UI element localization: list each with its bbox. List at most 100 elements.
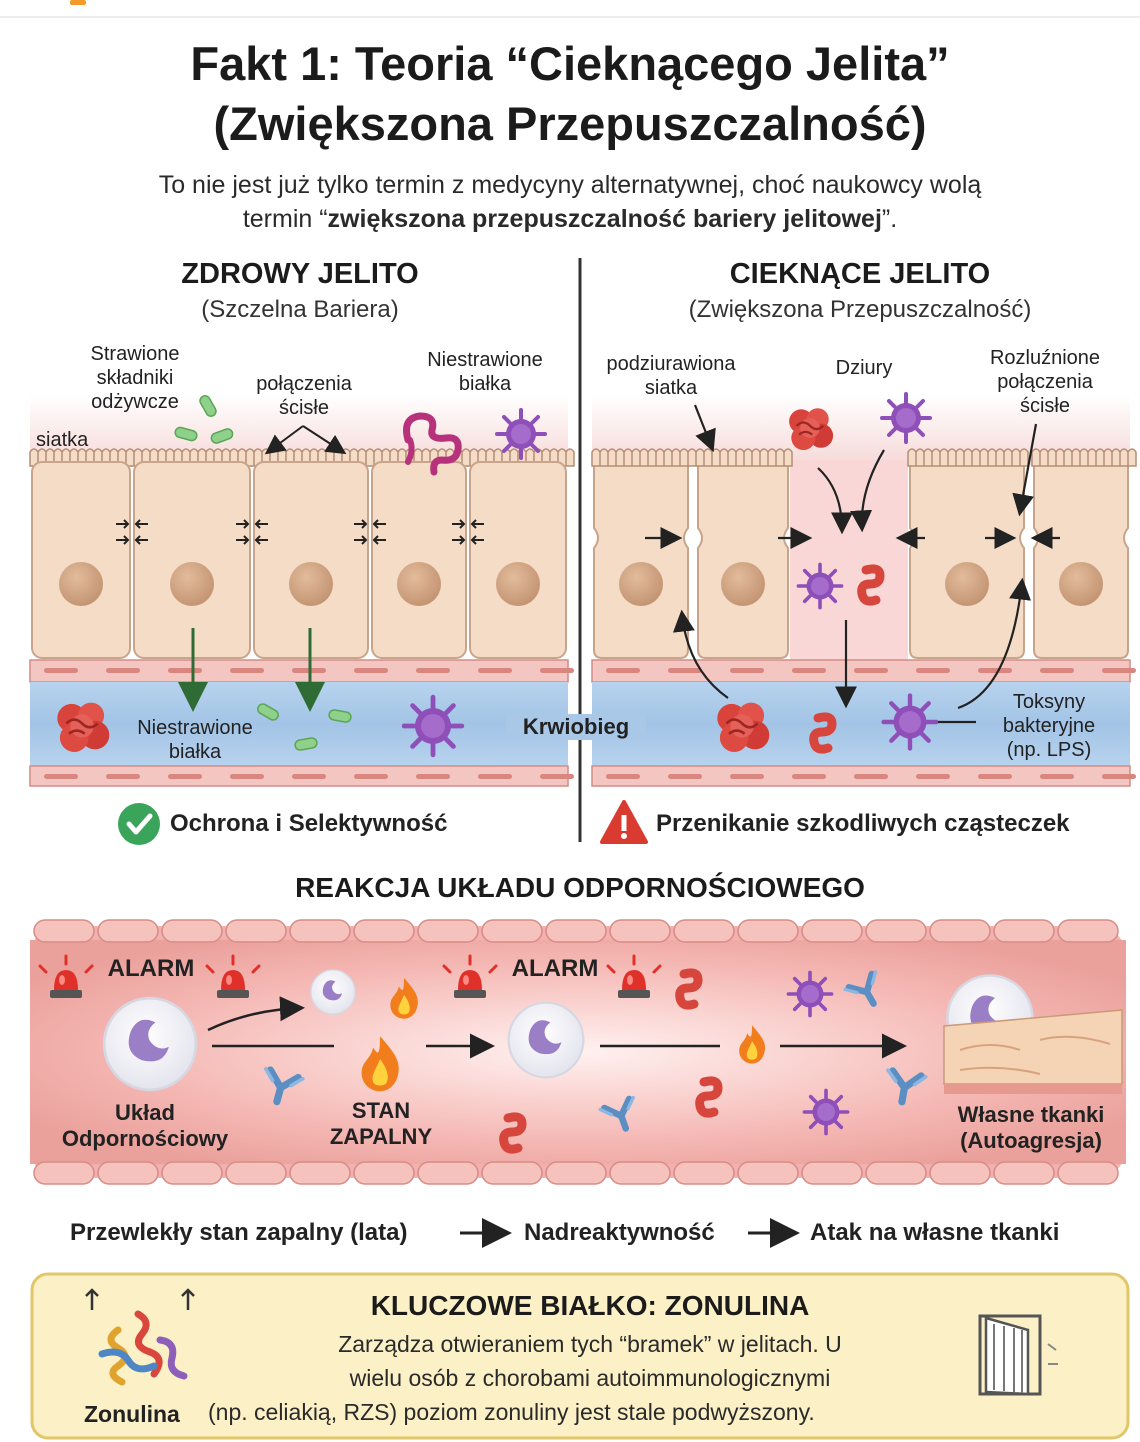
membrane-dash — [230, 774, 264, 779]
immune-cell-icon — [102, 996, 198, 1092]
vessel-wall-segment — [673, 1161, 735, 1185]
zonulin-icon-label: Zonulina — [84, 1401, 180, 1427]
vessel-wall-segment — [545, 1161, 607, 1185]
healthy-panel-title: ZDROWY JELITO — [181, 258, 419, 290]
junction-arrow — [134, 535, 148, 545]
membrane-dash — [1102, 774, 1136, 779]
membrane-dash — [1040, 774, 1074, 779]
vessel-wall-segment — [97, 919, 159, 943]
junction-arrow — [116, 535, 130, 545]
own-tissue-label: Własne tkanki (Autoagresja) — [957, 1102, 1105, 1153]
vessel-wall-segment — [801, 1161, 863, 1185]
leaky-microvilli — [591, 448, 1137, 467]
membrane-dash — [44, 668, 78, 673]
vessel-wall-segment — [225, 919, 287, 943]
chain-step-3: Atak na własne tkanki — [810, 1219, 1060, 1246]
vessel-wall-segment — [865, 919, 927, 943]
vessel-wall-segment — [1057, 1161, 1119, 1185]
cell-nucleus — [397, 562, 441, 606]
membrane-dash — [606, 774, 640, 779]
zonulin-text-line2: wielu osób z chorobami autoimmunologiczn… — [349, 1365, 831, 1391]
membrane-dash — [106, 668, 140, 673]
vessel-wall-segment — [929, 919, 991, 943]
junction-arrow — [254, 535, 268, 545]
perforated-mesh-label: podziurawiona siatka — [606, 353, 736, 399]
junction-arrow — [354, 535, 368, 545]
vessel-wall-segment — [929, 1161, 991, 1185]
chain-step-1: Przewlekły stan zapalny (lata) — [70, 1219, 408, 1246]
bloodstream-label: Krwiobieg — [506, 714, 646, 740]
membrane-dash — [168, 668, 202, 673]
bacteria-icon — [880, 392, 932, 444]
membrane-dash — [354, 668, 388, 673]
healthy-status-text: Ochrona i Selektywność — [170, 810, 448, 837]
membrane-dash — [730, 668, 764, 673]
vessel-wall-segment — [481, 919, 543, 943]
bacteria-icon — [802, 1088, 850, 1136]
epithelial-cell — [469, 461, 567, 659]
protein-blob-icon — [787, 407, 835, 452]
own-tissue-icon — [943, 1009, 1123, 1094]
leaky-epithelial-cells — [593, 461, 1129, 659]
cell-nucleus — [59, 562, 103, 606]
vessel-wall-segment — [737, 1161, 799, 1185]
subtitle-pre: termin “ — [242, 205, 328, 233]
vessel-wall-segment — [417, 919, 479, 943]
membrane-dash — [416, 774, 450, 779]
membrane-dash — [168, 774, 202, 779]
epithelial-cell — [697, 461, 789, 659]
junction-arrow — [372, 535, 386, 545]
leaky-panel — [591, 392, 1137, 787]
loosened-junctions-label: Rozluźnione połączenia ścisłe — [989, 347, 1101, 417]
junction-arrow — [236, 519, 250, 529]
zonulin-protein-icon — [85, 1288, 195, 1386]
bacteria-icon — [884, 696, 937, 749]
vessel-wall-segment — [481, 1161, 543, 1185]
immune-section — [30, 919, 1126, 1185]
page-title-line1: Fakt 1: Teoria “Cieknącego Jelita” — [190, 37, 950, 90]
mesh-label: siatka — [36, 429, 89, 451]
junction-arrow — [116, 519, 130, 529]
epithelial-cell — [909, 461, 1025, 659]
holes-label: Dziury — [835, 357, 893, 379]
bacteria-icon — [495, 408, 547, 460]
cell-nucleus — [619, 562, 663, 606]
junction-arrow — [470, 519, 484, 529]
membrane-dash — [978, 774, 1012, 779]
membrane-dash — [916, 668, 950, 673]
vessel-wall-segment — [545, 919, 607, 943]
warning-icon — [600, 800, 648, 844]
immune-cell-icon — [310, 969, 356, 1015]
nutrients-label: Strawione składniki odżywcze — [90, 343, 180, 413]
membrane-dash — [916, 774, 950, 779]
tight-junctions-label: połączenia ścisłe — [256, 373, 352, 419]
vessel-wall-segment — [33, 919, 95, 943]
membrane-dash — [416, 668, 450, 673]
membrane-dash — [106, 774, 140, 779]
alarm-label-2: ALARM — [511, 955, 599, 982]
top-divider — [0, 16, 1140, 18]
membrane-dash — [478, 774, 512, 779]
junction-arrow — [452, 519, 466, 529]
junction-arrow — [354, 519, 368, 529]
zonulin-box — [30, 1272, 1130, 1440]
cell-nucleus — [170, 562, 214, 606]
cell-nucleus — [721, 562, 765, 606]
chain-step-2: Nadreaktywność — [524, 1219, 715, 1246]
epithelial-cell — [31, 461, 131, 659]
membrane-dash — [354, 774, 388, 779]
immune-cell-icon — [507, 1001, 585, 1079]
membrane-dash — [230, 668, 264, 673]
junction-arrow — [470, 535, 484, 545]
membrane-dash — [792, 668, 826, 673]
corner-mark — [70, 0, 86, 5]
leaky-panel-subtitle: (Zwiększona Przepuszczalność) — [688, 296, 1032, 323]
membrane-dash — [854, 774, 888, 779]
alarm-label-1: ALARM — [107, 955, 195, 982]
protein-blob-icon — [715, 701, 771, 754]
vessel-wall-segment — [737, 919, 799, 943]
membrane-dash — [668, 668, 702, 673]
membrane-dash — [478, 668, 512, 673]
bacteria-icon — [796, 562, 844, 610]
